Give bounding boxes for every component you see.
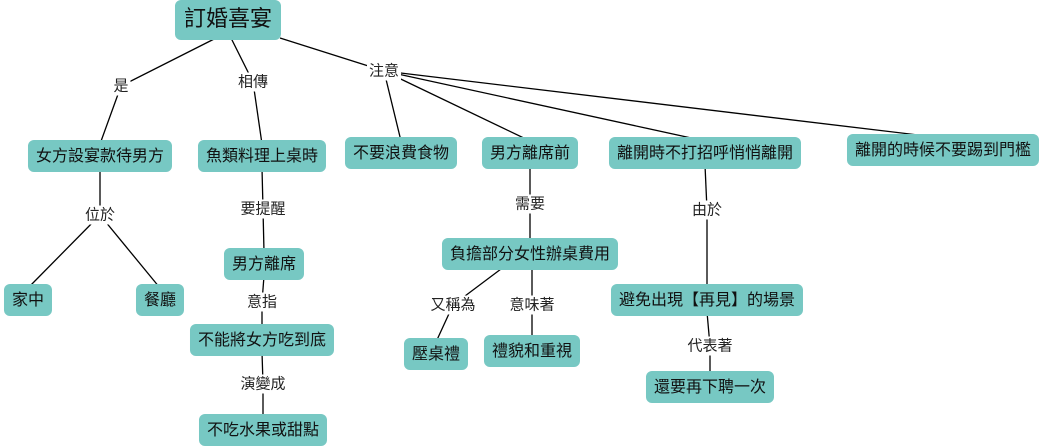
node-groom-leaves[interactable]: 男方離席 [223,248,305,280]
connector-line-11 [99,214,161,289]
node-leave-quietly[interactable]: 離開時不打招呼悄悄離開 [608,137,802,169]
connector-line-6 [383,70,531,142]
edge-label-remind: 要提醒 [238,199,288,219]
node-threshold[interactable]: 離開的時候不要踢到門檻 [846,134,1040,166]
connector-line-10 [27,214,101,289]
connector-line-0 [120,31,229,87]
edge-label-evolved: 演變成 [238,374,288,394]
edge-label-aka: 又稱為 [428,295,478,315]
connector-line-1 [99,85,122,145]
connector-line-3 [252,81,263,145]
node-fish-dish[interactable]: 魚類料理上桌時 [197,140,327,172]
edge-label-implies: 意味著 [507,295,557,315]
edge-label-is: 是 [111,76,131,96]
node-table-gift[interactable]: 壓桌禮 [403,338,469,370]
node-respect[interactable]: 禮貌和重視 [483,335,581,367]
edge-label-located: 位於 [82,205,118,225]
node-root[interactable]: 訂婚喜宴 [174,0,282,40]
node-avoid-goodbye[interactable]: 避免出現【再見】的場景 [610,284,804,316]
edge-label-attention: 注意 [366,61,402,81]
connector-line-5 [383,70,402,142]
node-before-leaving[interactable]: 男方離席前 [481,137,579,169]
node-restaurant[interactable]: 餐廳 [135,284,185,316]
node-not-eat-all[interactable]: 不能將女方吃到底 [189,324,335,356]
node-share-cost[interactable]: 負擔部分女性辦桌費用 [441,238,619,270]
node-propose-again[interactable]: 還要再下聘一次 [645,371,775,403]
node-host-banquet[interactable]: 女方設宴款待男方 [27,140,173,172]
node-no-waste[interactable]: 不要浪費食物 [344,137,458,169]
connector-line-8 [383,70,944,139]
connector-line-7 [383,70,706,142]
edge-label-represents: 代表著 [685,336,735,356]
edge-label-legend: 相傳 [235,72,271,92]
node-no-dessert[interactable]: 不吃水果或甜點 [198,414,328,446]
edge-label-need: 需要 [512,194,548,214]
connector-line-4 [279,37,385,72]
edge-label-because: 由於 [689,200,725,220]
edge-label-means: 意指 [244,292,280,312]
node-home[interactable]: 家中 [3,284,53,316]
